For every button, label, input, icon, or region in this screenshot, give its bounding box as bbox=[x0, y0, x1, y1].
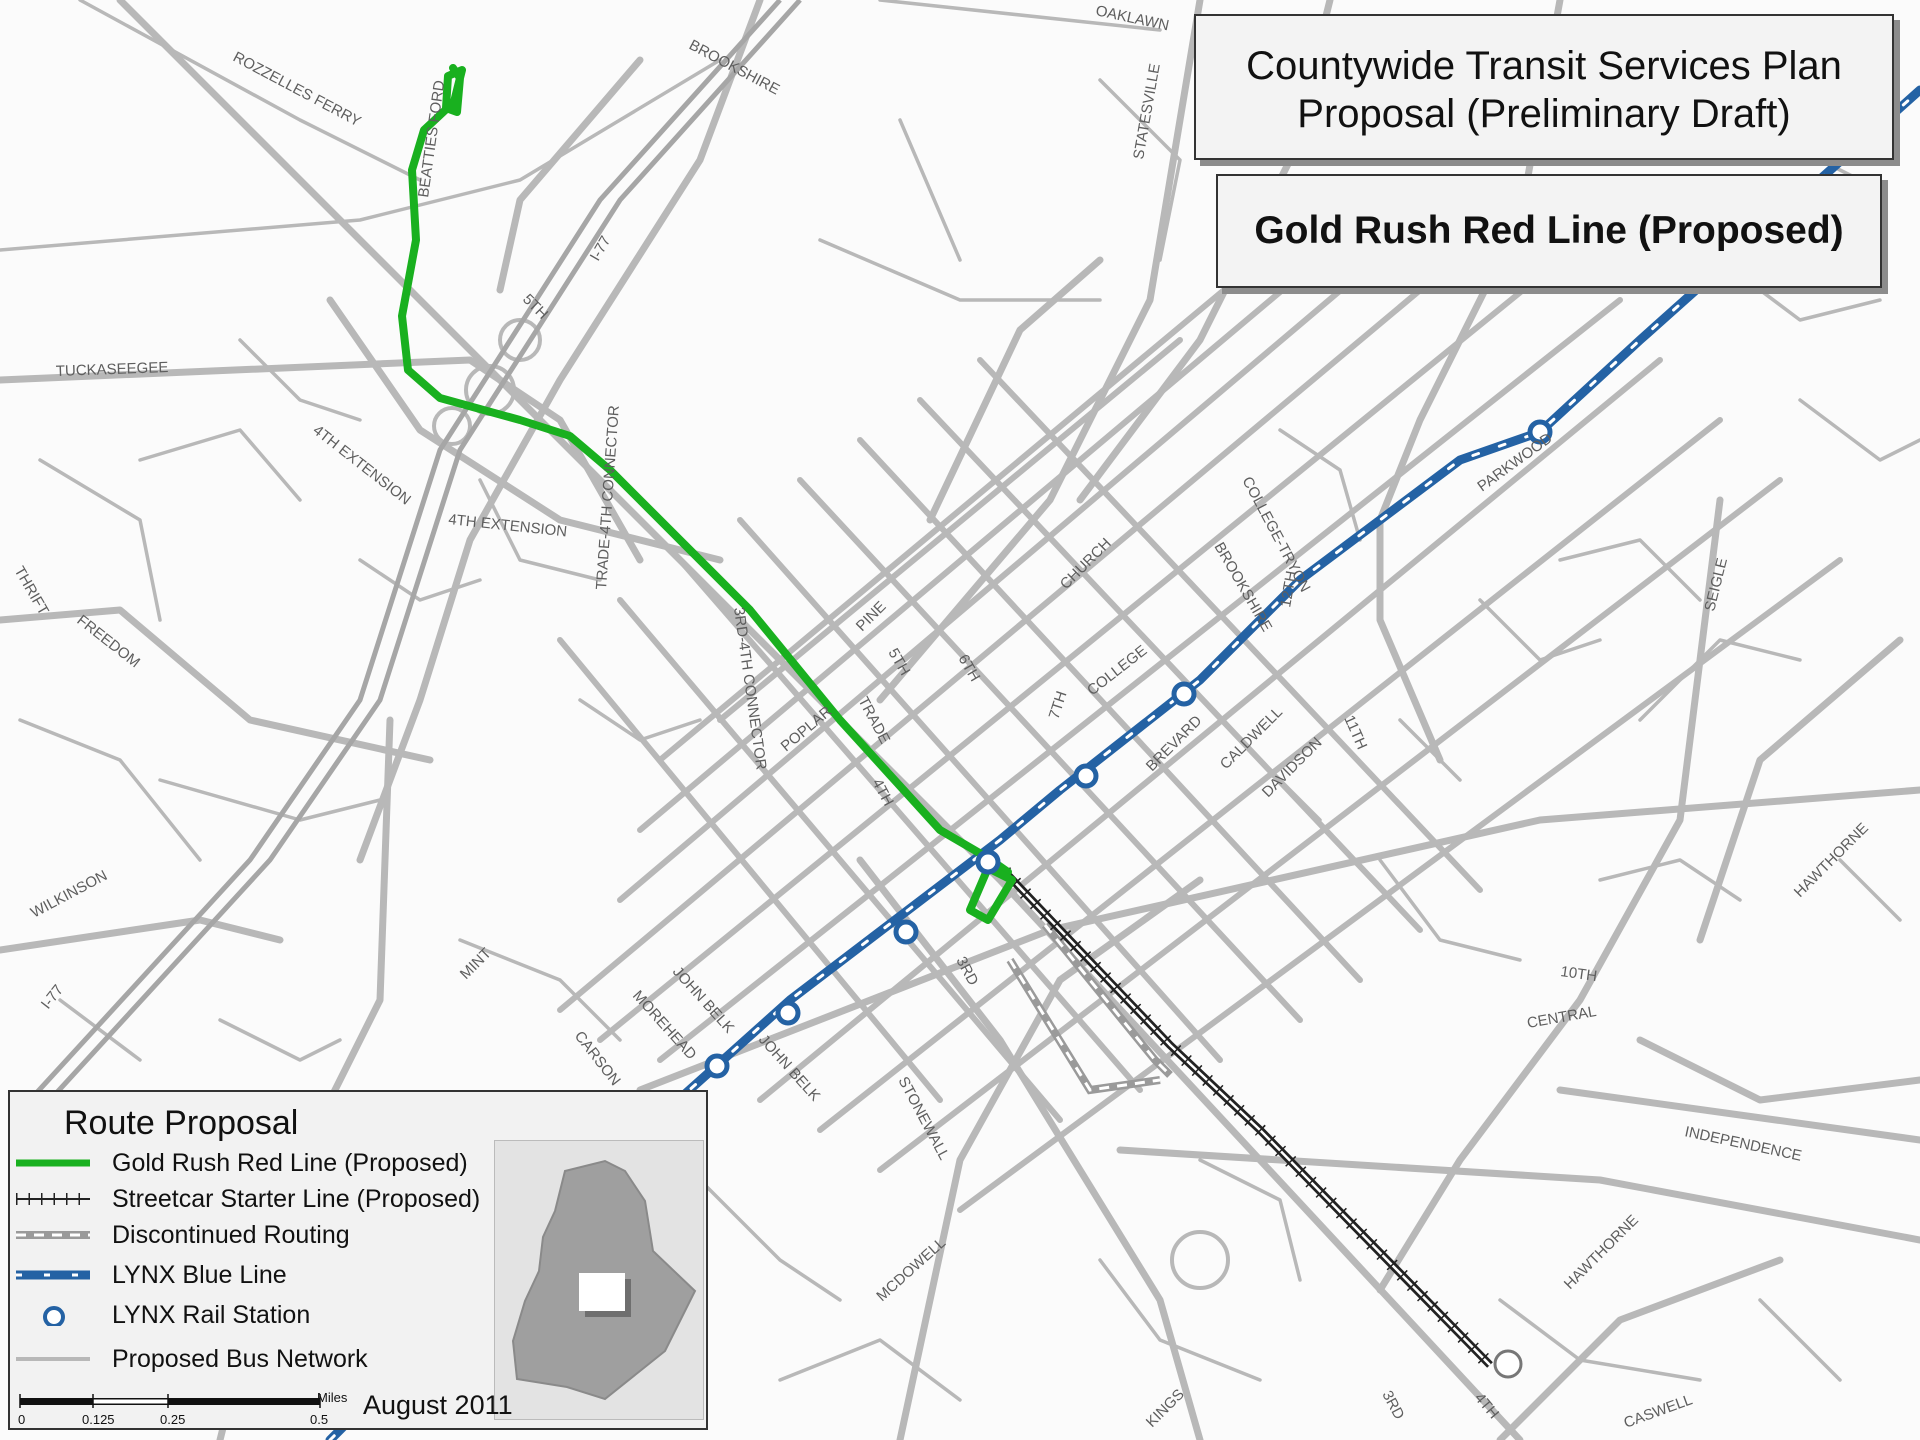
legend-label: Streetcar Starter Line (Proposed) bbox=[112, 1185, 481, 1213]
legend-label: Discontinued Routing bbox=[112, 1221, 350, 1249]
scale-bar bbox=[19, 1394, 321, 1408]
street-label: HAWTHORNE bbox=[1561, 1212, 1642, 1293]
street-label: CASWELL bbox=[1622, 1391, 1695, 1431]
gold-rush-line-icon bbox=[16, 1159, 90, 1167]
street-label: MOREHEAD bbox=[629, 987, 700, 1063]
route-title: Gold Rush Red Line (Proposed) bbox=[1254, 209, 1844, 252]
plan-title-line2: Proposal (Preliminary Draft) bbox=[1297, 92, 1791, 136]
legend-item-blue-line: LYNX Blue Line bbox=[10, 1258, 490, 1292]
streetcar-starter-line bbox=[999, 867, 1523, 1379]
legend-label: Proposed Bus Network bbox=[112, 1345, 368, 1373]
scale-tick: 0 bbox=[18, 1412, 26, 1427]
discontinued-routing bbox=[1006, 922, 1173, 1095]
legend-item-bus-network: Proposed Bus Network bbox=[10, 1342, 490, 1376]
street-label: 10TH bbox=[1559, 963, 1598, 985]
street-label: 4TH EXTENSION bbox=[310, 422, 414, 509]
lynx-blue-line bbox=[325, 85, 1920, 1440]
legend-label: LYNX Rail Station bbox=[112, 1301, 311, 1329]
legend: Route Proposal Gold Rush Red Line (Propo… bbox=[8, 1090, 708, 1430]
street-label: HAWTHORNE bbox=[1791, 820, 1872, 901]
street-label: CHURCH bbox=[1057, 535, 1115, 593]
interstate-i77 bbox=[28, 0, 802, 1102]
map-date: August 2011 bbox=[363, 1390, 513, 1420]
legend-item-discontinued: Discontinued Routing bbox=[10, 1218, 490, 1252]
street-label: OAKLAWN bbox=[1094, 2, 1170, 34]
scale-tick: 0.25 bbox=[160, 1412, 186, 1427]
street-label: SEIGLE bbox=[1701, 556, 1731, 613]
inset-locator-map bbox=[494, 1140, 704, 1420]
legend-item-gold-rush: Gold Rush Red Line (Proposed) bbox=[10, 1146, 490, 1180]
street-label: THRIFT bbox=[11, 564, 52, 619]
street-label: 3RD bbox=[1378, 1388, 1407, 1423]
scale-tick: 0.125 bbox=[82, 1412, 115, 1427]
streetcar-line-icon bbox=[16, 1193, 90, 1205]
rail-station-icon bbox=[43, 1306, 65, 1326]
legend-label: LYNX Blue Line bbox=[112, 1261, 287, 1289]
street-label: STATESVILLE bbox=[1130, 62, 1164, 160]
street-label: 12TH bbox=[1277, 570, 1300, 609]
bus-network-icon bbox=[16, 1357, 90, 1361]
scale-tick: 0.5 bbox=[310, 1412, 329, 1427]
legend-label: Gold Rush Red Line (Proposed) bbox=[112, 1149, 468, 1177]
blue-line-icon bbox=[16, 1270, 90, 1280]
legend-item-rail-station: LYNX Rail Station bbox=[10, 1298, 490, 1332]
street-label: 7TH bbox=[1046, 689, 1071, 721]
county-outline-icon bbox=[511, 1159, 697, 1401]
discontinued-routing-icon bbox=[16, 1231, 90, 1239]
street-label: KINGS bbox=[1143, 1386, 1188, 1431]
plan-title-line1: Countywide Transit Services Plan bbox=[1246, 44, 1842, 88]
plan-title-box: Countywide Transit Services Plan Proposa… bbox=[1194, 14, 1894, 160]
street-label: WILKINSON bbox=[28, 867, 110, 922]
street-label: I-77 bbox=[38, 982, 67, 1013]
street-label: INDEPENDENCE bbox=[1683, 1123, 1803, 1164]
route-title-box: Gold Rush Red Line (Proposed) bbox=[1216, 174, 1882, 288]
street-label: I-77 bbox=[587, 233, 615, 264]
lynx-rail-stations[interactable] bbox=[704, 419, 1553, 1079]
legend-title: Route Proposal bbox=[64, 1104, 299, 1142]
legend-item-streetcar: Streetcar Starter Line (Proposed) bbox=[10, 1182, 490, 1216]
street-label: BROOKSHIRE bbox=[1211, 540, 1276, 635]
street-label: COLLEGE bbox=[1084, 642, 1150, 699]
gold-rush-red-line bbox=[398, 64, 1016, 924]
street-label: TUCKASEEGEE bbox=[56, 359, 169, 380]
scale-unit: Miles bbox=[317, 1390, 348, 1405]
